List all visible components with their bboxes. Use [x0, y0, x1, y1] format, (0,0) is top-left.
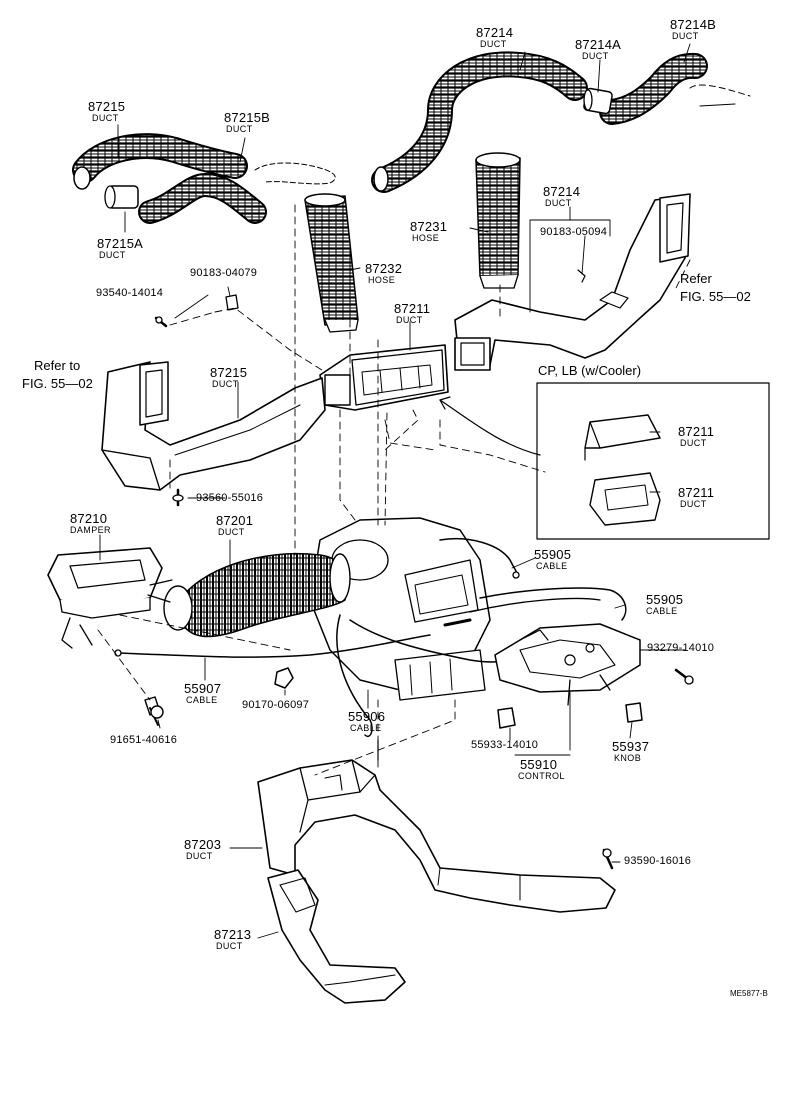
- hose-87214-top: [371, 51, 588, 193]
- label-55937-name: KNOB: [614, 753, 642, 763]
- label-87203: 87203: [184, 837, 222, 852]
- label-55910: 55910: [520, 757, 558, 772]
- inset-title: CP, LB (w/Cooler): [538, 363, 642, 378]
- label-55933-14010: 55933-14010: [471, 739, 539, 751]
- label-87211-inset1: 87211: [678, 424, 715, 439]
- sleeve-87215a: [104, 185, 139, 209]
- hose-87232: [304, 193, 359, 333]
- label-87215-top: 87215: [88, 99, 126, 114]
- refer-left-line1: Refer to: [34, 358, 81, 373]
- label-93590-16016: 93590-16016: [624, 855, 692, 867]
- label-87214b-name: DUCT: [672, 31, 699, 41]
- drawing-code: ME5877-B: [730, 989, 768, 998]
- label-87214b: 87214B: [670, 17, 717, 32]
- label-87213: 87213: [214, 927, 252, 942]
- label-55937: 55937: [612, 739, 650, 754]
- label-87215-top-name: DUCT: [92, 113, 119, 123]
- label-87232: 87232: [365, 261, 403, 276]
- label-55906: 55906: [348, 709, 386, 724]
- label-87231-name: HOSE: [412, 233, 440, 243]
- label-87232-name: HOSE: [368, 275, 396, 285]
- label-55907: 55907: [184, 681, 222, 696]
- duct-87214-right: [454, 193, 691, 371]
- label-55905-b-name: CABLE: [646, 606, 678, 616]
- label-87211-main-name: DUCT: [396, 315, 423, 325]
- label-55905-a-name: CABLE: [536, 561, 568, 571]
- label-55910-name: CONTROL: [518, 771, 565, 781]
- assembly-lines: [97, 204, 691, 776]
- screw-91651: [144, 696, 164, 726]
- knob-55937: [625, 702, 643, 723]
- label-91651-40616: 91651-40616: [110, 734, 178, 746]
- label-90183-04079: 90183-04079: [190, 267, 258, 279]
- label-87203-name: DUCT: [186, 851, 213, 861]
- label-55906-name: CABLE: [350, 723, 382, 733]
- screw-93279: [674, 668, 694, 685]
- label-87214-mid-name: DUCT: [545, 198, 572, 208]
- label-87210-name: DAMPER: [70, 525, 111, 535]
- label-90183-05094: 90183-05094: [540, 226, 608, 238]
- inset-box: [439, 382, 770, 540]
- screw-93590: [602, 848, 614, 870]
- label-87215a: 87215A: [97, 236, 144, 251]
- refer-left-line2: FIG. 55—02: [22, 376, 93, 391]
- label-93540-14014: 93540-14014: [96, 287, 164, 299]
- hose-87215-top: [72, 133, 267, 224]
- label-87215b-name: DUCT: [226, 124, 253, 134]
- label-87211-inset1-name: DUCT: [680, 438, 707, 448]
- hose-87231: [475, 152, 521, 289]
- screw-93560: [172, 488, 184, 507]
- label-87211-inset2-name: DUCT: [680, 499, 707, 509]
- label-93560-55016: 93560-55016: [196, 492, 264, 504]
- duct-87215-left: [101, 361, 326, 491]
- label-87201-name: DUCT: [218, 527, 245, 537]
- screw-93540: [154, 316, 168, 328]
- label-87214-mid: 87214: [543, 184, 581, 199]
- sleeve-87214a: [583, 87, 613, 115]
- label-87214-top-name: DUCT: [480, 39, 507, 49]
- label-93279-14010: 93279-14010: [647, 642, 715, 654]
- leader-lines: [99, 43, 691, 939]
- label-87215a-name: DUCT: [99, 250, 126, 260]
- label-87211-inset2: 87211: [678, 485, 715, 500]
- control-55910: [494, 623, 641, 706]
- duct-87203: [257, 759, 616, 913]
- duct-87213: [267, 869, 406, 1004]
- label-87215-mid-name: DUCT: [212, 379, 239, 389]
- label-87213-name: DUCT: [216, 941, 243, 951]
- label-87210: 87210: [70, 511, 108, 526]
- clip-90183-04079: [225, 294, 239, 311]
- refer-right-line2: FIG. 55—02: [680, 289, 751, 304]
- label-87211-main: 87211: [394, 301, 431, 316]
- clip-55933: [497, 707, 516, 729]
- label-55907-name: CABLE: [186, 695, 218, 705]
- hose-87214b: [599, 52, 751, 125]
- label-87201: 87201: [216, 513, 254, 528]
- label-55905-b: 55905: [646, 592, 684, 607]
- label-87215-mid: 87215: [210, 365, 248, 380]
- nut-90170: [274, 667, 294, 689]
- hose-87215b-outline: [254, 162, 336, 185]
- duct-87201: [147, 553, 351, 638]
- heater-unit: [309, 517, 491, 701]
- label-87215b: 87215B: [224, 110, 271, 125]
- duct-87211-center: [319, 344, 449, 411]
- label-87214a-name: DUCT: [582, 51, 609, 61]
- label-87214a: 87214A: [575, 37, 622, 52]
- label-87214-top: 87214: [476, 25, 514, 40]
- refer-right-line1: Refer: [680, 271, 712, 286]
- label-55905-a: 55905: [534, 547, 572, 562]
- label-90170-06097: 90170-06097: [242, 699, 310, 711]
- damper-87210: [47, 547, 163, 649]
- label-87231: 87231: [410, 219, 448, 234]
